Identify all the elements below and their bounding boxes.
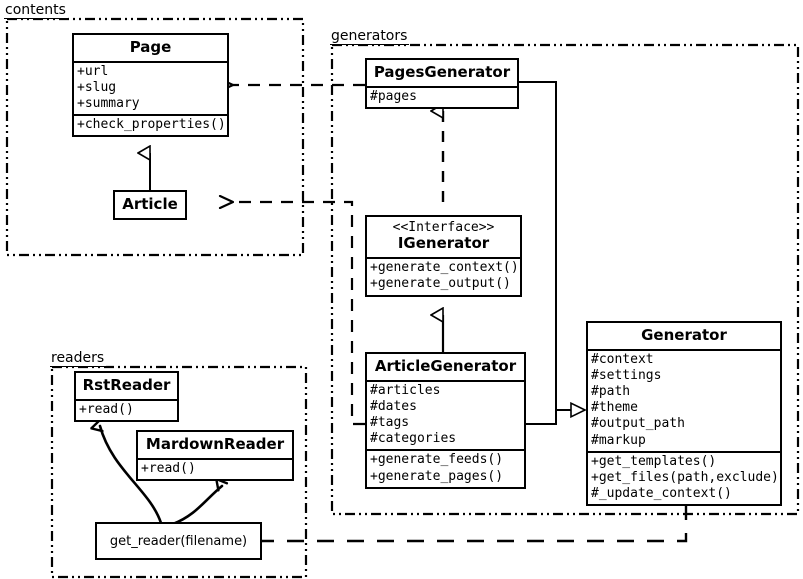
attribute: +url (77, 64, 109, 79)
method: +check_properties() (77, 117, 226, 133)
method: +generate_pages() (370, 468, 504, 484)
class-methods-articlegenerator: +generate_feeds() +generate_pages() (367, 449, 524, 486)
class-attributes-articlegenerator: #articles #dates #tags #categories (367, 380, 524, 449)
class-box-generator[interactable]: Generator #context #settings #path #them… (586, 321, 782, 506)
class-name-rstreader: RstReader (82, 376, 171, 394)
class-methods-page: +check_properties() (74, 114, 227, 135)
function-box-get-reader[interactable]: get_reader(filename) (95, 522, 262, 560)
class-name-igenerator: IGenerator (397, 234, 490, 253)
attribute: #output_path (591, 416, 685, 432)
class-box-articlegenerator[interactable]: ArticleGenerator #articles #dates #tags … (365, 352, 526, 489)
function-label: get_reader(filename) (109, 533, 248, 549)
attribute: #path (591, 384, 631, 400)
class-box-page[interactable]: Page +url +slug +summary +check_properti… (72, 33, 229, 138)
method: #_update_context() (591, 485, 732, 501)
class-box-pagesgenerator[interactable]: PagesGenerator #pages (365, 58, 519, 110)
class-name-pagesgenerator: PagesGenerator (373, 63, 511, 81)
relation-getreader-to-rstreader (100, 426, 163, 525)
class-attributes-pagesgenerator: #pages (367, 86, 517, 107)
attribute: #settings (591, 368, 662, 384)
class-name-page: Page (129, 38, 172, 56)
relation-getreader-to-mardownreader (171, 486, 222, 526)
attribute: +summary (77, 96, 140, 112)
class-name-article: Article (122, 195, 178, 213)
method: +read() (141, 461, 196, 476)
attribute: #categories (370, 431, 457, 447)
relation-generators-to-generator (519, 81, 585, 425)
attribute: #theme (591, 400, 638, 416)
attribute: #context (591, 352, 654, 367)
attribute: #tags (370, 415, 410, 431)
class-box-igenerator[interactable]: <<Interface>> IGenerator +generate_conte… (365, 215, 522, 297)
class-box-mardownreader[interactable]: MardownReader +read() (136, 430, 294, 482)
package-label-contents: contents (4, 2, 68, 19)
method: +generate_output() (370, 276, 511, 292)
class-methods-mardownreader: +read() (138, 458, 292, 479)
package-frame-readers (50, 365, 308, 579)
class-name-mardownreader: MardownReader (145, 435, 285, 453)
class-stereotype-igenerator: <<Interface>> (392, 220, 495, 235)
class-methods-rstreader: +read() (76, 399, 177, 420)
method: +get_files(path,exclude) (591, 469, 779, 485)
package-frame-contents (5, 17, 305, 257)
class-box-article[interactable]: Article (113, 190, 187, 220)
relation-generator-to-getreader (262, 503, 688, 541)
attribute: #pages (370, 89, 417, 104)
class-name-generator: Generator (641, 326, 727, 344)
method: +generate_context() (370, 260, 519, 276)
class-attributes-generator: #context #settings #path #theme #output_… (588, 349, 780, 451)
method: +get_templates() (591, 453, 717, 469)
attribute: #articles (370, 383, 441, 398)
class-name-articlegenerator: ArticleGenerator (374, 357, 517, 375)
class-methods-generator: +get_templates() +get_files(path,exclude… (588, 450, 780, 504)
attribute: #dates (370, 399, 417, 415)
method: +generate_feeds() (370, 452, 504, 468)
package-label-generators: generators (330, 28, 410, 45)
package-label-readers: readers (50, 350, 107, 367)
attribute: #markup (591, 432, 646, 448)
class-box-rstreader[interactable]: RstReader +read() (74, 371, 179, 423)
method: +read() (79, 402, 134, 417)
class-attributes-page: +url +slug +summary (74, 61, 227, 114)
class-methods-igenerator: +generate_context() +generate_output() (367, 257, 520, 294)
relation-articlegenerator-to-article (233, 202, 365, 426)
attribute: +slug (77, 80, 117, 96)
